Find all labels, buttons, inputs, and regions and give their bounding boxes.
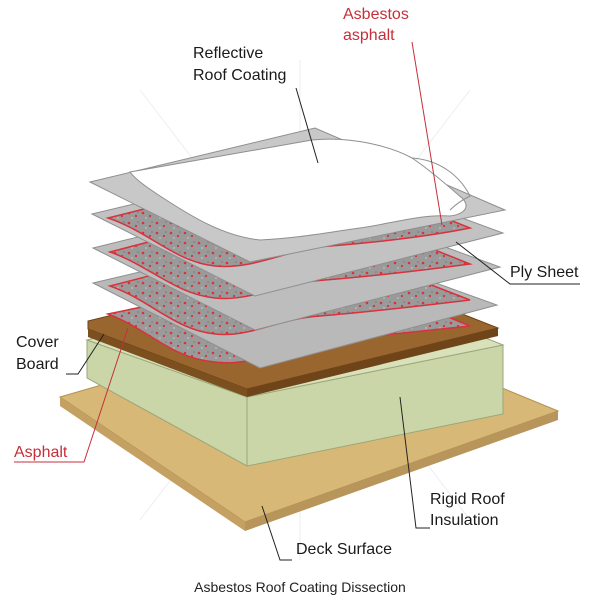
reflective-label-line2: Roof Coating bbox=[193, 67, 286, 84]
asbestos-label-line1: Asbestos bbox=[343, 6, 409, 23]
deck-surface-label: Deck Surface bbox=[296, 541, 392, 558]
reflective-leader-line bbox=[295, 87, 319, 164]
asbestos-label-line2: asphalt bbox=[343, 27, 395, 44]
deck-surface-leader-line bbox=[261, 505, 292, 561]
asphalt-leader-line bbox=[14, 327, 129, 463]
cover-board-label-line2: Board bbox=[16, 356, 59, 373]
asbestos-leader-line bbox=[411, 41, 443, 226]
reflective-label-line1: Reflective bbox=[193, 45, 263, 62]
diagram-caption: Asbestos Roof Coating Dissection bbox=[194, 579, 406, 595]
asphalt-label: Asphalt bbox=[14, 444, 68, 461]
ply-sheet-label: Ply Sheet bbox=[510, 264, 579, 281]
rigid-insulation-leader-line bbox=[399, 396, 430, 529]
rigid-insulation-label-line2: Insulation bbox=[430, 512, 499, 529]
ply-sheet-leader-line bbox=[455, 241, 580, 285]
cover-board-label-line1: Cover bbox=[16, 334, 59, 351]
reflective-coating-layer bbox=[129, 138, 471, 241]
cover-board-leader-line bbox=[66, 333, 105, 375]
rigid-insulation-label-line1: Rigid Roof bbox=[430, 491, 505, 508]
